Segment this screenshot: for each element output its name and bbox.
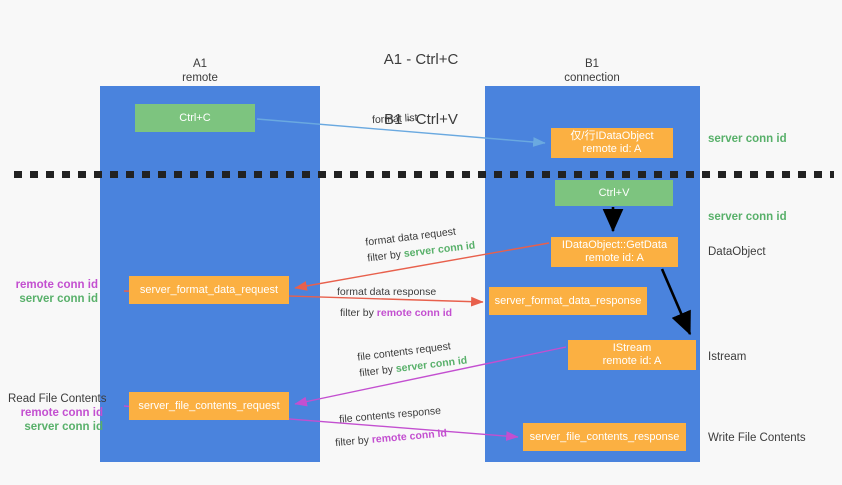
box-istream-title: IStream: [612, 342, 652, 354]
note-server-conn-id-1: server conn id: [19, 293, 98, 305]
note-server-conn-id-mid: server conn id: [708, 211, 787, 223]
box-istream-remote-id: remote id: A: [602, 355, 662, 367]
box-server-format-data-response[interactable]: server_format_data_response: [489, 287, 647, 315]
lane-header-b1: B1 connection: [512, 57, 672, 85]
remote-conn-id-text-2: remote conn id: [371, 427, 448, 446]
lane-header-a1: A1 remote: [120, 57, 280, 85]
filter-by-text-3: filter by: [358, 363, 394, 380]
filter-by-text-4: filter by: [334, 434, 370, 450]
edge-label-format-data-response: format data response filter by remote co…: [337, 285, 452, 320]
edge-label-format-data-response-text: format data response: [337, 286, 437, 298]
title-line-1: A1 - Ctrl+C: [383, 51, 459, 68]
box-get-clipboard-dataobject[interactable]: 仅/行IDataObject remote id: A: [551, 128, 673, 158]
box-get-clipboard-remote-id: remote id: A: [582, 143, 642, 155]
phase-divider: [14, 171, 834, 178]
note-dataobject: DataObject: [708, 246, 766, 258]
box-getdata-title: IDataObject::GetData: [561, 239, 668, 251]
note-read-file-contents: Read File Contents: [8, 393, 107, 405]
note-conn-ids-format: remote conn id server conn id: [8, 278, 98, 306]
edge-label-format-list-text: format list: [371, 111, 418, 127]
box-get-clipboard-title: 仅/行IDataObject: [570, 130, 654, 142]
note-server-conn-id-top: server conn id: [708, 133, 787, 145]
filter-by-text-2: filter by: [340, 307, 374, 319]
box-server-file-contents-request[interactable]: server_file_contents_request: [129, 392, 289, 420]
lane-header-a1-name: A1: [192, 58, 208, 70]
note-conn-ids-file: Read File Contents remote conn id server…: [8, 392, 107, 434]
edge-label-format-list: format list: [372, 111, 418, 127]
note-remote-conn-id-2: remote conn id: [20, 407, 103, 419]
box-getdata-remote-id: remote id: A: [585, 252, 644, 264]
edge-label-format-data-request: format data request filter by server con…: [365, 222, 476, 265]
remote-conn-id-text-1: remote conn id: [376, 307, 453, 319]
box-ctrl-c-label: Ctrl+C: [179, 111, 211, 124]
lane-header-b1-name: B1: [584, 58, 600, 70]
box-ctrl-v[interactable]: Ctrl+V: [555, 180, 673, 206]
box-server-file-contents-request-label: server_file_contents_request: [138, 399, 280, 412]
filter-by-text-1: filter by: [366, 248, 402, 265]
note-server-conn-id-2: server conn id: [24, 421, 103, 433]
lane-header-b1-subtitle: connection: [564, 72, 620, 84]
box-istream[interactable]: IStream remote id: A: [568, 340, 696, 370]
box-server-format-data-request[interactable]: server_format_data_request: [129, 276, 289, 304]
box-ctrl-v-label: Ctrl+V: [598, 186, 630, 199]
box-ctrl-c[interactable]: Ctrl+C: [135, 104, 255, 132]
edge-label-file-contents-response: file contents response filter by remote …: [335, 403, 448, 449]
box-server-file-contents-response-label: server_file_contents_response: [529, 430, 680, 443]
edge-label-file-contents-response-text: file contents response: [338, 404, 442, 426]
edge-label-file-contents-request: file contents request filter by server c…: [357, 337, 468, 380]
note-istream: Istream: [708, 351, 747, 363]
box-idataobject-getdata[interactable]: IDataObject::GetData remote id: A: [551, 237, 678, 267]
box-server-format-data-request-label: server_format_data_request: [139, 283, 279, 296]
lane-header-a1-subtitle: remote: [182, 72, 218, 84]
note-remote-conn-id-1: remote conn id: [15, 279, 98, 291]
note-write-file-contents: Write File Contents: [708, 432, 806, 444]
box-server-file-contents-response[interactable]: server_file_contents_response: [523, 423, 686, 451]
box-server-format-data-response-label: server_format_data_response: [494, 294, 642, 307]
